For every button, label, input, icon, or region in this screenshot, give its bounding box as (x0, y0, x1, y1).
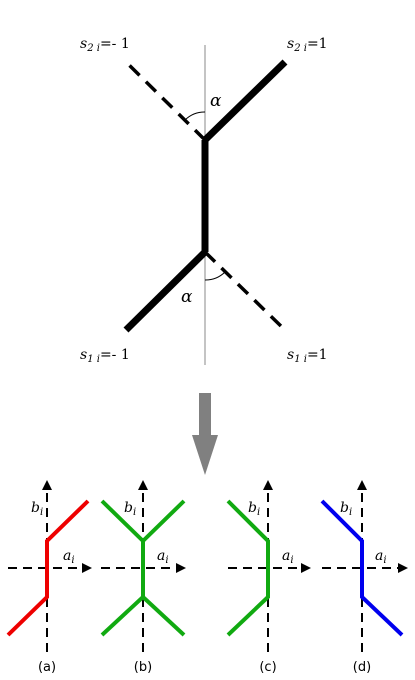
panel-b-a-label: ai (157, 548, 169, 566)
panel-b: bi ai (b) (100, 480, 186, 675)
panel-d-curve (320, 499, 404, 637)
panel-d-b-label: bi (340, 500, 352, 518)
label-s1-left: s1 i=- 1 (80, 347, 130, 365)
down-arrow (192, 393, 218, 475)
alpha-lower-label: α (181, 287, 193, 307)
panel-b-curve-2 (141, 595, 186, 637)
panel-b-curve (100, 499, 186, 637)
panel-d: bi ai (d) (320, 480, 408, 675)
panel-a-curve (6, 499, 90, 637)
panel-a-a-label: ai (63, 548, 75, 566)
panel-c-curve (226, 499, 270, 637)
lower-angle-arc (204, 271, 226, 281)
label-s2-left: s2 i=- 1 (80, 36, 130, 54)
upper-right-arm (202, 59, 288, 143)
panel-b-b-label: bi (124, 500, 136, 518)
label-s2-right: s2 i=1 (287, 36, 328, 54)
top-diagram: α α s2 i=- 1 s2 i=1 s1 i=- 1 s1 i=1 (80, 36, 328, 365)
label-s1-right: s1 i=1 (287, 347, 328, 365)
panel-c-caption: (c) (259, 660, 276, 675)
down-arrow-head (192, 435, 218, 475)
alpha-upper-label: α (210, 91, 222, 111)
panel-d-caption: (d) (353, 660, 371, 675)
upper-angle-arc (184, 111, 206, 121)
panel-d-a-label: ai (375, 548, 387, 566)
lower-right-dashed-arm (203, 250, 287, 332)
panel-b-curve-3 (100, 499, 145, 543)
panel-a-caption: (a) (38, 660, 56, 675)
panel-c-a-label: ai (282, 548, 294, 566)
panel-c: bi ai (c) (226, 480, 311, 675)
upper-left-dashed-arm (124, 60, 207, 142)
panel-a-b-label: bi (31, 500, 43, 518)
down-arrow-shaft (199, 393, 211, 435)
panel-a: bi ai (a) (6, 480, 92, 675)
panel-c-b-label: bi (248, 500, 260, 518)
panel-b-caption: (b) (134, 660, 152, 675)
lower-left-arm (123, 249, 208, 333)
